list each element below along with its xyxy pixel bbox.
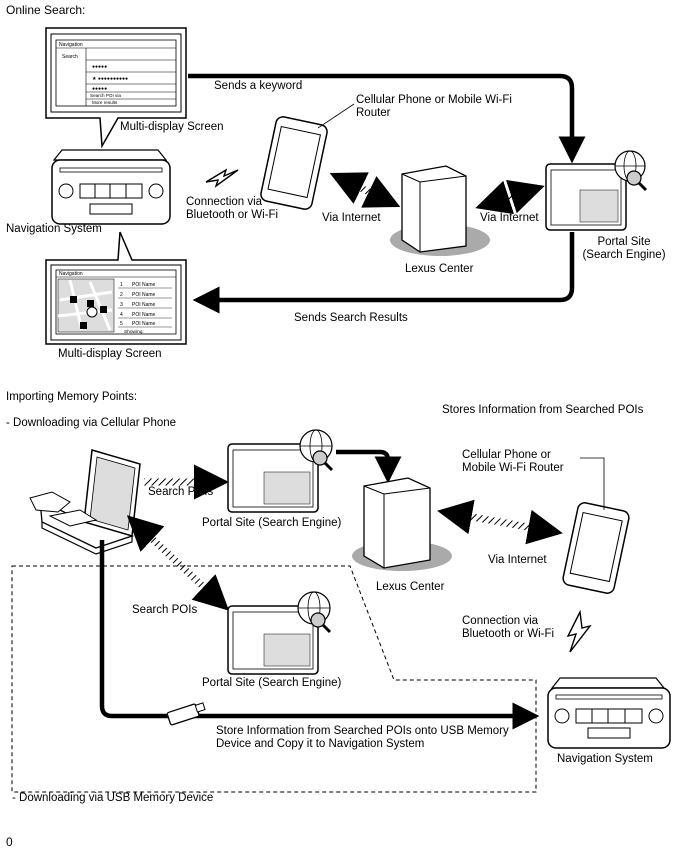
store-usb-label: Store Information from Searched POIs ont… xyxy=(216,725,509,750)
svg-text:4: 4 xyxy=(120,312,123,318)
multi-display-screen-label-top: Multi-display Screen xyxy=(120,121,224,133)
screen-bottom-header: Navigation xyxy=(59,271,83,277)
svg-text:POI Name: POI Name xyxy=(132,302,156,308)
sends-results-arrow xyxy=(192,232,575,314)
svg-text:2: 2 xyxy=(120,292,123,298)
screen-bottom-showing: Showing: xyxy=(124,329,144,335)
svg-text:1: 1 xyxy=(120,282,123,288)
stores-info-label: Stores Information from Searched POIs xyxy=(442,404,644,416)
sends-keyword-label: Sends a keyword xyxy=(214,80,303,92)
portal-site-tablet-import-top xyxy=(227,429,334,513)
screen-top-header: Navigation xyxy=(59,42,83,48)
cellular-phone-label-import: Cellular Phone or Mobile Wi-Fi Router xyxy=(462,449,564,474)
connection-label: Connection via Bluetooth or Wi-Fi xyxy=(186,196,279,221)
via-internet-label-right: Via Internet xyxy=(480,212,539,224)
navigation-system-unit-import xyxy=(547,677,671,749)
usb-download-region xyxy=(11,565,537,793)
svg-text:POI Name: POI Name xyxy=(132,312,156,318)
lexus-center-building-import xyxy=(352,477,452,571)
navigation-system-label-top: Navigation System xyxy=(6,223,102,235)
screen-top-row-1: ●●●●● xyxy=(92,64,107,70)
stores-info-arrow xyxy=(336,449,402,484)
wireless-bolt-icon xyxy=(205,168,239,188)
via-internet-arrow-left xyxy=(329,172,401,208)
phone-callout-line-import xyxy=(580,457,605,510)
lexus-center-label-top: Lexus Center xyxy=(405,263,474,275)
usb-transfer-arrow xyxy=(99,540,540,730)
portal-site-tablet-top xyxy=(545,150,648,231)
via-internet-arrow-right xyxy=(475,179,545,215)
multi-display-screen-bottom xyxy=(45,231,187,345)
footer-code: 0 xyxy=(6,835,13,849)
navigation-system-label-import: Navigation System xyxy=(557,753,653,765)
screen-top-more-results: More results xyxy=(92,100,118,105)
portal-site-label-import-bottom: Portal Site (Search Engine) xyxy=(202,677,342,689)
sends-results-label: Sends Search Results xyxy=(294,312,408,324)
downloading-phone-subtitle: - Downloading via Cellular Phone xyxy=(6,417,177,429)
sends-keyword-arrow xyxy=(188,73,586,164)
online-search-title: Online Search: xyxy=(6,3,86,17)
portal-site-label-import-top: Portal Site (Search Engine) xyxy=(202,517,342,529)
downloading-usb-subtitle: - Downloading via USB Memory Device xyxy=(12,792,214,804)
svg-text:POI Name: POI Name xyxy=(132,292,156,298)
via-internet-label-left: Via Internet xyxy=(322,212,381,224)
via-internet-label-import: Via Internet xyxy=(488,554,547,566)
screen-bottom-poi-rows: 1 2 3 4 5 POI Name POI Name POI Name POI… xyxy=(120,282,156,327)
svg-text:5: 5 xyxy=(120,321,123,327)
search-pois-label-top: Search POIs xyxy=(148,486,214,498)
via-internet-arrow-import xyxy=(437,499,563,545)
screen-top-search-label: Search xyxy=(62,54,78,60)
laptop-computer xyxy=(29,449,141,555)
cellular-phone-import xyxy=(562,502,630,594)
screen-top-row-2: ★ ●●●●●●●●●● xyxy=(92,76,128,82)
multi-display-screen-top xyxy=(45,27,187,149)
phone-callout-line-top xyxy=(317,103,355,129)
portal-site-label-top: Portal Site (Search Engine) xyxy=(582,236,666,261)
svg-text:3: 3 xyxy=(120,302,123,308)
svg-text:POI Name: POI Name xyxy=(132,321,156,327)
multi-display-screen-label-bottom: Multi-display Screen xyxy=(58,348,162,360)
usb-memory-icon xyxy=(166,702,206,726)
search-pois-label-bottom: Search POIs xyxy=(132,604,198,616)
lexus-center-label-import: Lexus Center xyxy=(376,581,445,593)
svg-text:POI Name: POI Name xyxy=(132,282,156,288)
importing-memory-points-title: Importing Memory Points: xyxy=(6,391,138,403)
portal-site-tablet-import-bottom xyxy=(227,591,332,675)
navigation-system-unit-top xyxy=(51,149,171,225)
wireless-bolt-icon-import xyxy=(566,609,592,653)
cellular-phone-top xyxy=(260,116,328,210)
cellular-phone-label: Cellular Phone or Mobile Wi-Fi Router xyxy=(356,94,512,119)
lexus-center-building-top xyxy=(390,165,490,256)
search-pois-arrow-bottom xyxy=(126,515,230,611)
screen-top-search-poi: Search POI via xyxy=(90,93,121,98)
screen-top-row-3: ●●●●● xyxy=(92,86,107,92)
connection-label-import: Connection via Bluetooth or Wi-Fi xyxy=(462,615,555,640)
